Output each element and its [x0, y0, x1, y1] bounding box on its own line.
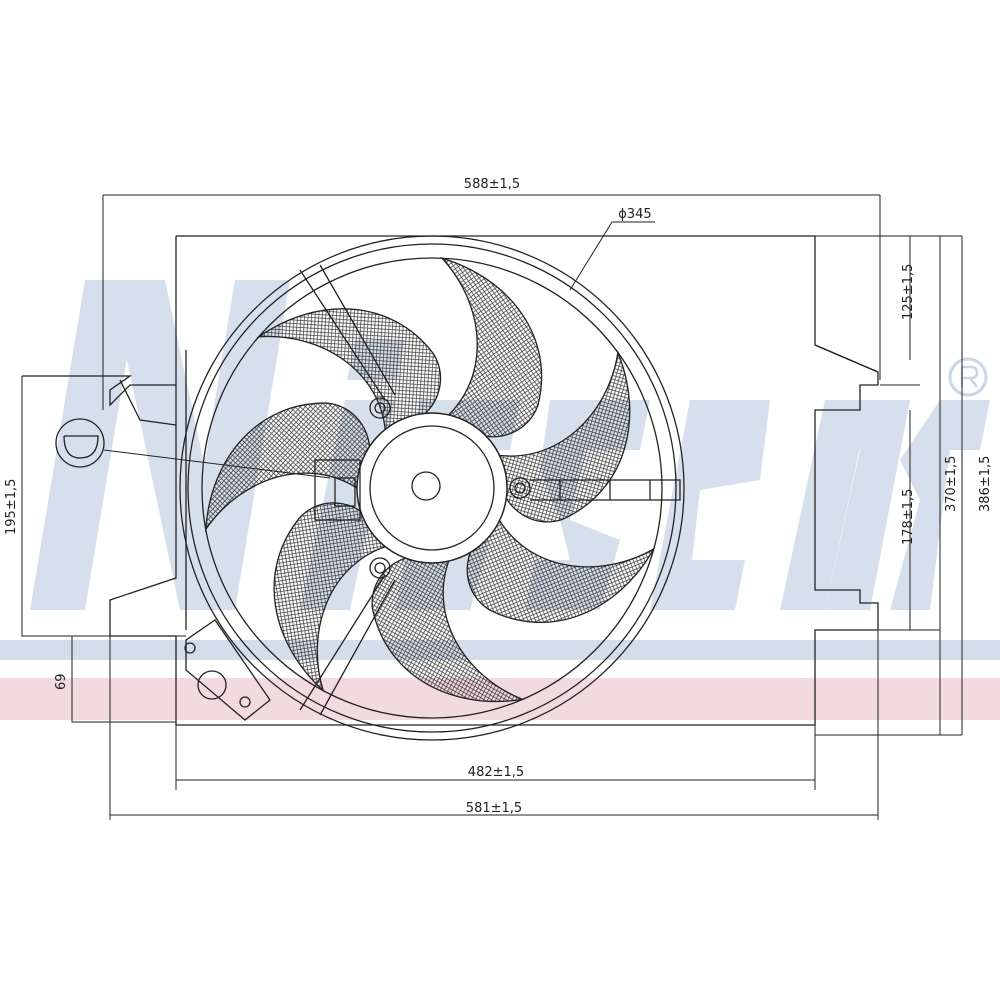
fan-blade [466, 514, 656, 624]
dimension-lines [21, 194, 963, 820]
connector-detail [55, 418, 331, 721]
fan-blade [204, 402, 371, 532]
fan-hub [299, 264, 681, 716]
dim-height-370: 370±1,5 [944, 456, 959, 512]
fan-blades [204, 256, 656, 703]
dim-top-width: 588±1,5 [464, 177, 520, 192]
fan-blade [273, 502, 393, 693]
dim-bracket-height: 69 [54, 673, 69, 690]
fan-ring [179, 235, 685, 741]
dim-upper-height: 125±1,5 [901, 264, 916, 320]
dim-frame-width: 482±1,5 [468, 765, 524, 780]
dim-left-height: 195±1,5 [4, 479, 19, 535]
fan-blade [439, 256, 543, 438]
watermark-logo [0, 280, 1000, 720]
dim-height-386: 386±1,5 [978, 456, 993, 512]
dim-bottom-width: 581±1,5 [466, 801, 522, 816]
fan-blade [371, 554, 526, 703]
dim-lower-right-height: 178±1,5 [901, 489, 916, 545]
dimension-labels: 588±1,5 ϕ345 125±1,5 178±1,5 370±1,5 386… [4, 177, 993, 816]
dim-diameter: ϕ345 [618, 207, 651, 222]
